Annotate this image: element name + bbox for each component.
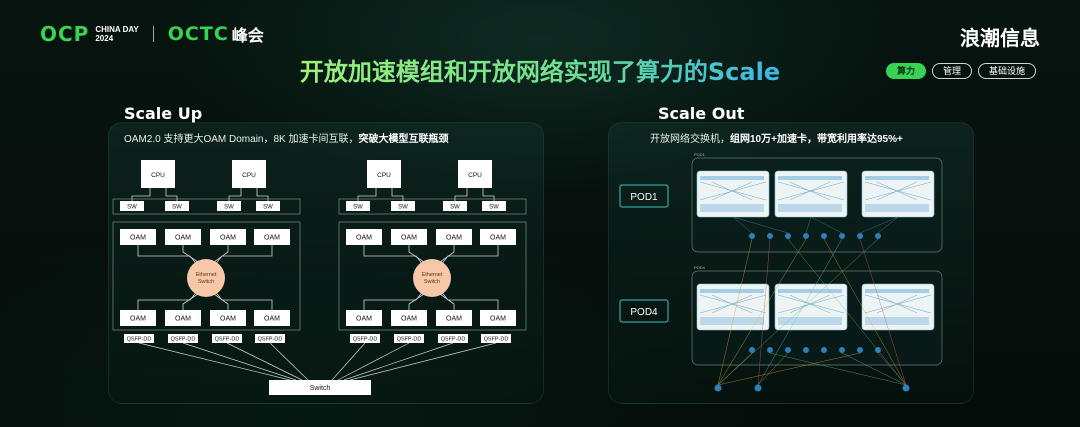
leaf-links bbox=[732, 216, 899, 234]
ocp-logo: OCP bbox=[40, 22, 90, 46]
qsfp-port bbox=[212, 334, 242, 343]
sw-boxes: SW SW SW SW bbox=[120, 201, 280, 211]
scale-up-title: Scale Up bbox=[124, 104, 203, 123]
ethernet-label: Ethernet bbox=[196, 272, 217, 278]
oam-box bbox=[165, 229, 201, 245]
scale-out-description: 开放网络交换机，组网10万+加速卡，带宽利用率达95%+ bbox=[650, 134, 903, 145]
oam-box bbox=[120, 310, 156, 326]
qsfp-label: QSFP-DD bbox=[258, 337, 283, 343]
oam-label: OAM bbox=[130, 235, 146, 242]
oam-label: OAM bbox=[175, 316, 191, 323]
spine-switches bbox=[714, 384, 910, 392]
octc-logo: OCTC bbox=[167, 23, 229, 45]
pod4-label: POD4 bbox=[630, 307, 658, 318]
bottom-switch-box bbox=[269, 380, 371, 395]
leaf-switches bbox=[749, 233, 881, 239]
oam-label: OAM bbox=[175, 235, 191, 242]
page-title: 开放加速模组和开放网络实现了算力的Scale bbox=[0, 52, 1080, 87]
cpu-box bbox=[141, 160, 175, 188]
brand-logo: 浪潮信息 bbox=[960, 26, 1040, 50]
oam-label: OAM bbox=[220, 235, 236, 242]
oam-label: OAM bbox=[220, 316, 236, 323]
oam-domain-frame bbox=[112, 221, 301, 331]
sw-box bbox=[165, 201, 189, 211]
sw-label: SW bbox=[127, 205, 137, 211]
sw-label: SW bbox=[263, 205, 273, 211]
qsfp-port bbox=[168, 334, 198, 343]
qsfp-port bbox=[255, 334, 285, 343]
server-mesh bbox=[699, 181, 932, 201]
cpu-label: CPU bbox=[151, 172, 165, 179]
scale-out-title: Scale Out bbox=[658, 104, 745, 123]
oam-row-top: OAM OAM OAM OAM bbox=[120, 229, 290, 245]
oam-cluster-left: CPU CPU SW SW SW SW OAM OAM bbox=[112, 160, 301, 343]
tab-infrastructure[interactable]: 基础设施 bbox=[977, 63, 1036, 79]
pod4-small-label: POD4 bbox=[694, 265, 706, 270]
qsfp-port bbox=[124, 334, 154, 343]
page-title-text: 开放加速模组和开放网络实现了算力的Scale bbox=[299, 58, 781, 86]
logo-divider bbox=[152, 26, 154, 42]
oam-box bbox=[254, 229, 290, 245]
sw-box bbox=[120, 201, 144, 211]
pod1-small-label: POD1 bbox=[694, 152, 706, 157]
oam-label: OAM bbox=[264, 316, 280, 323]
oam-label: OAM bbox=[264, 235, 280, 242]
oam-box bbox=[165, 310, 201, 326]
ethernet-switch-node bbox=[187, 259, 225, 297]
qsfp-ports: QSFP-DD QSFP-DD QSFP-DD QSFP-DD bbox=[124, 334, 285, 343]
qsfp-label: QSFP-DD bbox=[171, 337, 196, 343]
oam-label: OAM bbox=[130, 316, 146, 323]
ocp-china-day: CHINA DAY 2024 bbox=[95, 25, 139, 43]
category-tabs: 算力 管理 基础设施 bbox=[885, 63, 1036, 79]
uplink-lines bbox=[138, 342, 497, 381]
qsfp-label: QSFP-DD bbox=[127, 337, 152, 343]
pod1-frame: POD1 bbox=[691, 152, 943, 253]
oam-box bbox=[254, 310, 290, 326]
pod4-label-box bbox=[619, 299, 669, 323]
switch-label: Switch bbox=[198, 279, 214, 285]
sw-label: SW bbox=[224, 205, 234, 211]
sw-label: SW bbox=[172, 205, 182, 211]
cpu-box bbox=[232, 160, 266, 188]
server-nodes bbox=[700, 289, 929, 325]
pod4-frame: POD4 bbox=[691, 265, 943, 366]
sw-box bbox=[256, 201, 280, 211]
oam-box bbox=[120, 229, 156, 245]
event-logo: OCP CHINA DAY 2024 OCTC 峰会 bbox=[40, 22, 264, 46]
oam-row-bottom: OAM OAM OAM OAM bbox=[120, 310, 290, 326]
scale-up-description: OAM2.0 支持更大OAM Domain，8K 加速卡间互联，突破大模型互联瓶… bbox=[124, 134, 449, 145]
pod1-label-box bbox=[619, 184, 669, 208]
oam-box bbox=[210, 310, 246, 326]
summit-label: 峰会 bbox=[231, 28, 264, 45]
bottom-switch-label: Switch bbox=[310, 385, 331, 392]
tab-management[interactable]: 管理 bbox=[931, 63, 972, 79]
server-nodes bbox=[700, 176, 929, 212]
sw-row bbox=[112, 198, 301, 215]
spine-links bbox=[717, 238, 907, 386]
qsfp-label: QSFP-DD bbox=[215, 337, 240, 343]
pod1-label: POD1 bbox=[630, 192, 658, 203]
cpu-label: CPU bbox=[242, 172, 256, 179]
sw-box bbox=[217, 201, 241, 211]
oam-box bbox=[210, 229, 246, 245]
tab-compute[interactable]: 算力 bbox=[885, 63, 926, 79]
server-mesh bbox=[699, 294, 932, 314]
